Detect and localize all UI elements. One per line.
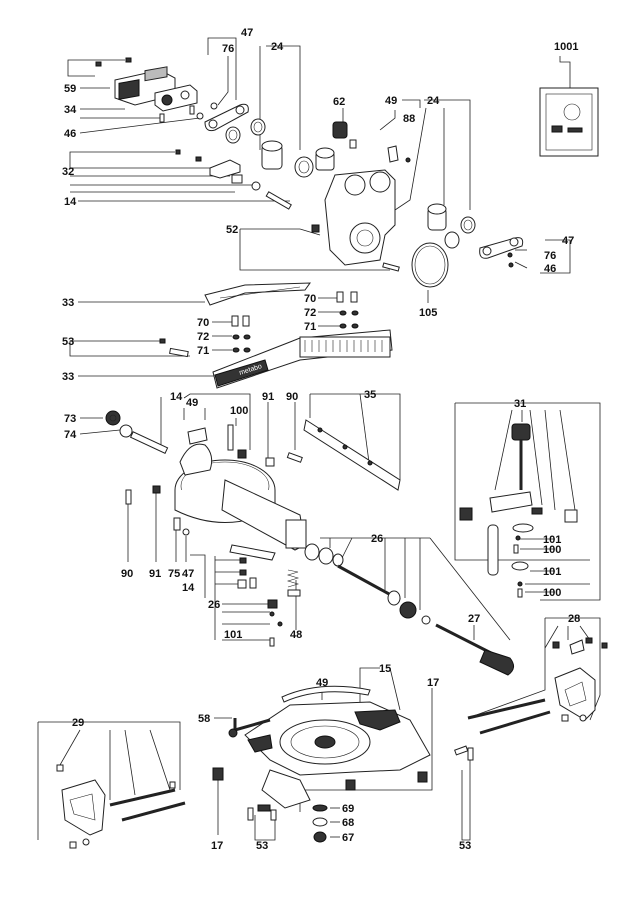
part-label: 72 bbox=[197, 331, 209, 343]
part-label: 91 bbox=[262, 391, 274, 403]
part-label: 49 bbox=[316, 677, 328, 689]
part-label: 76 bbox=[544, 250, 556, 262]
part-label: 34 bbox=[64, 104, 77, 116]
label-sticker-part bbox=[539, 87, 599, 157]
o-ring-part bbox=[411, 242, 449, 288]
part-label: 70 bbox=[304, 293, 316, 305]
part-label: 28 bbox=[568, 613, 580, 625]
part-label: 91 bbox=[149, 568, 161, 580]
part-label: 29 bbox=[72, 717, 84, 729]
part-label: 46 bbox=[544, 263, 556, 275]
part-label: 70 bbox=[197, 317, 209, 329]
part-number-labels: 47 76 24 1001 59 34 46 62 49 88 24 32 14… bbox=[62, 27, 580, 852]
part-label: 14 bbox=[64, 196, 77, 208]
part-label: 49 bbox=[385, 95, 397, 107]
part-label: 17 bbox=[427, 677, 439, 689]
part-label: 32 bbox=[62, 166, 74, 178]
part-label: 100 bbox=[543, 544, 561, 556]
turntable-assembly-part bbox=[174, 443, 307, 551]
part-label: 35 bbox=[364, 389, 376, 401]
part-label: 24 bbox=[427, 95, 440, 107]
part-label: 100 bbox=[230, 405, 248, 417]
part-label: 90 bbox=[121, 568, 133, 580]
parts-drawings: metabo bbox=[56, 57, 608, 849]
part-label: 49 bbox=[186, 397, 198, 409]
part-label: 105 bbox=[419, 307, 437, 319]
part-label: 53 bbox=[459, 840, 471, 852]
part-label: 48 bbox=[290, 629, 302, 641]
part-label: 88 bbox=[403, 113, 415, 125]
part-label: 100 bbox=[543, 587, 561, 599]
link-plate-part bbox=[204, 103, 249, 132]
bushing-part-2 bbox=[315, 147, 335, 171]
part-label: 69 bbox=[342, 803, 354, 815]
part-label: 101 bbox=[224, 629, 242, 641]
part-label: 46 bbox=[64, 128, 76, 140]
part-label: 59 bbox=[64, 83, 76, 95]
part-label: 101 bbox=[543, 566, 561, 578]
part-label: 53 bbox=[256, 840, 268, 852]
part-label: 15 bbox=[379, 663, 391, 675]
knob-part bbox=[332, 121, 357, 149]
scale-fence-part bbox=[212, 329, 393, 389]
part-label: 26 bbox=[371, 533, 383, 545]
part-label: 73 bbox=[64, 413, 76, 425]
part-label: 67 bbox=[342, 832, 354, 844]
part-label: 33 bbox=[62, 371, 74, 383]
part-label: 72 bbox=[304, 307, 316, 319]
part-label: 14 bbox=[182, 582, 195, 594]
side-support-part bbox=[552, 637, 608, 722]
bushing-part bbox=[261, 140, 283, 170]
part-label: 62 bbox=[333, 96, 345, 108]
part-label: 71 bbox=[197, 345, 209, 357]
part-label: 24 bbox=[271, 41, 284, 53]
side-extension-part bbox=[56, 764, 176, 849]
handle-rod-part bbox=[435, 623, 514, 676]
part-label: 58 bbox=[198, 713, 210, 725]
part-label: 47 bbox=[182, 568, 194, 580]
knob-rod-part bbox=[511, 423, 531, 490]
part-label: 53 bbox=[62, 336, 74, 348]
gear-housing-part bbox=[324, 169, 396, 266]
part-label: 75 bbox=[168, 568, 180, 580]
part-label: 47 bbox=[562, 235, 574, 247]
part-label: 52 bbox=[226, 224, 238, 236]
part-label: 31 bbox=[514, 398, 526, 410]
base-frame-part bbox=[244, 701, 431, 809]
part-label: 71 bbox=[304, 321, 316, 333]
part-label: 17 bbox=[211, 840, 223, 852]
part-label: 33 bbox=[62, 297, 74, 309]
part-label: 74 bbox=[64, 429, 77, 441]
part-label: 68 bbox=[342, 817, 354, 829]
spring-part bbox=[286, 569, 301, 597]
cover-bracket-part bbox=[154, 84, 198, 112]
part-label: 1001 bbox=[554, 41, 578, 53]
part-label: 14 bbox=[170, 391, 183, 403]
part-label: 26 bbox=[208, 599, 220, 611]
part-label: 27 bbox=[468, 613, 480, 625]
part-label: 90 bbox=[286, 391, 298, 403]
part-label: 101 bbox=[543, 534, 561, 546]
fence-plate-part bbox=[204, 282, 311, 306]
part-label: 47 bbox=[241, 27, 253, 39]
part-label: 76 bbox=[222, 43, 234, 55]
